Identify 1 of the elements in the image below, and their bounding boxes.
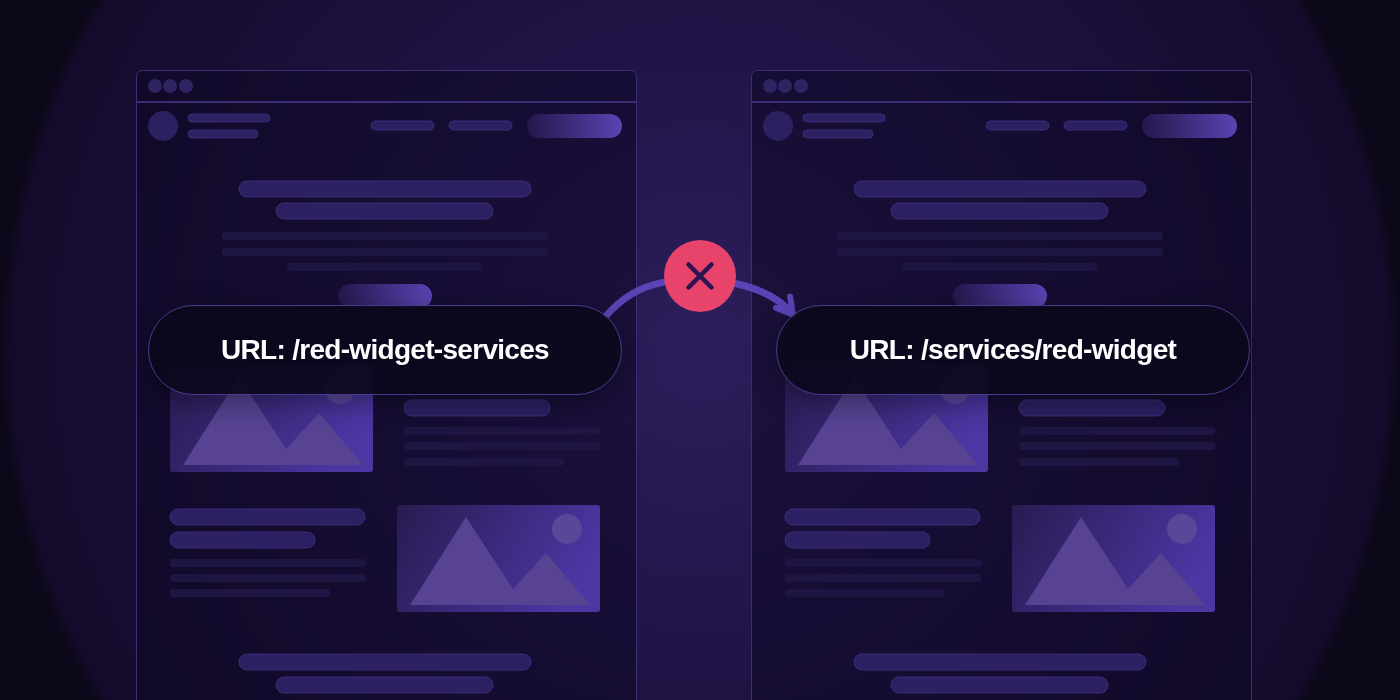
cross-icon — [664, 240, 736, 312]
